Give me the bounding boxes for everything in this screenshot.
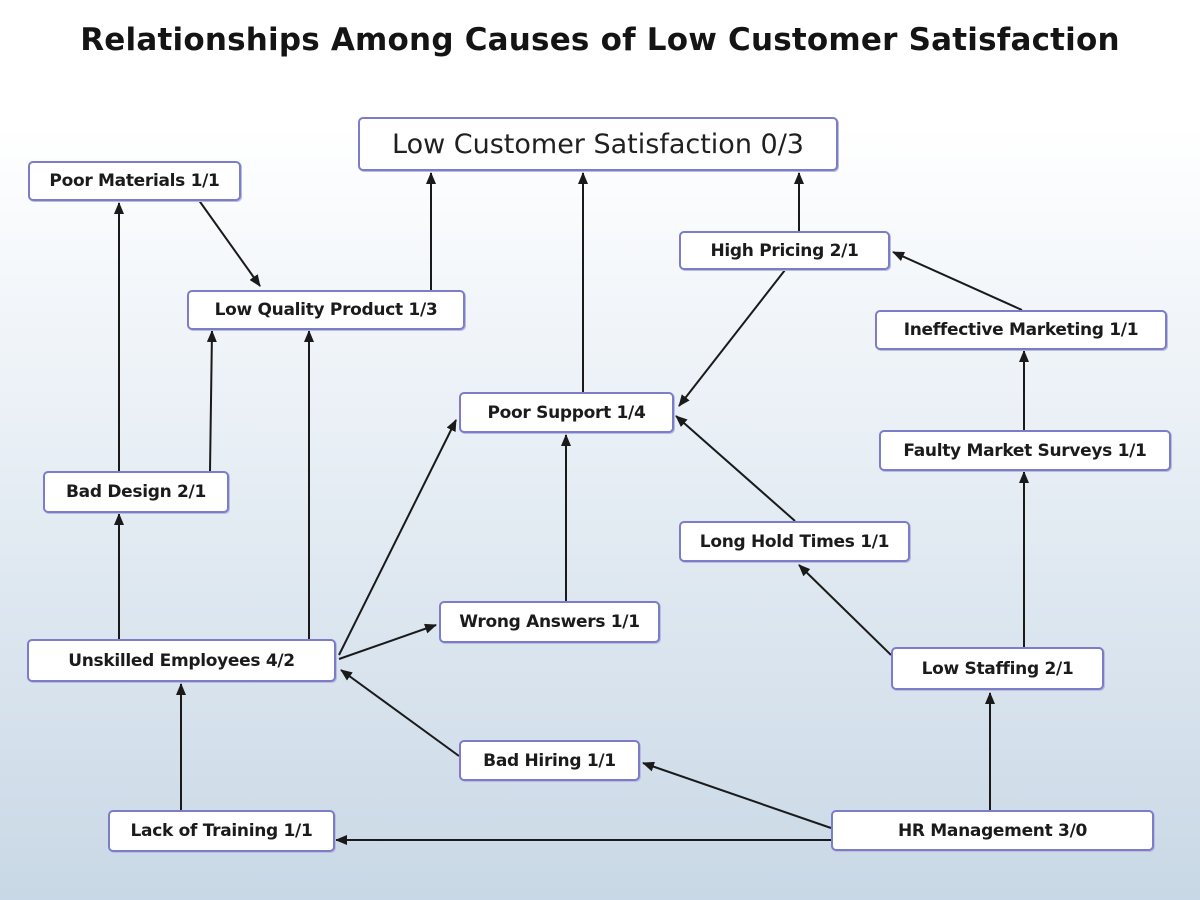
node-low-staffing[interactable]: Low Staffing 2/1 — [891, 647, 1104, 690]
arrow-bad-hiring-to-unskilled-employees — [340, 669, 460, 757]
node-long-hold-times[interactable]: Long Hold Times 1/1 — [679, 521, 910, 562]
arrow-high-pricing-to-poor-support — [678, 269, 786, 407]
node-hr-management[interactable]: HR Management 3/0 — [831, 810, 1154, 851]
node-ineffective-marketing[interactable]: Ineffective Marketing 1/1 — [875, 310, 1167, 350]
arrow-hr-management-to-bad-hiring — [642, 761, 832, 829]
node-lack-of-training[interactable]: Lack of Training 1/1 — [108, 810, 335, 852]
arrow-unskilled-employees-to-wrong-answers — [338, 623, 437, 660]
node-poor-materials[interactable]: Poor Materials 1/1 — [28, 161, 241, 201]
arrow-low-staffing-to-long-hold-times — [798, 564, 892, 656]
arrow-ineffective-marketing-to-high-pricing — [892, 251, 1023, 311]
arrow-unskilled-employees-to-poor-support — [338, 419, 457, 656]
node-low-customer-satisfaction[interactable]: Low Customer Satisfaction 0/3 — [358, 117, 838, 171]
node-bad-hiring[interactable]: Bad Hiring 1/1 — [459, 740, 640, 781]
arrow-poor-materials-to-low-quality-product — [197, 198, 261, 287]
node-unskilled-employees[interactable]: Unskilled Employees 4/2 — [27, 639, 336, 682]
node-wrong-answers[interactable]: Wrong Answers 1/1 — [439, 601, 660, 643]
arrow-long-hold-times-to-poor-support — [675, 415, 796, 522]
node-low-quality-product[interactable]: Low Quality Product 1/3 — [187, 290, 465, 330]
node-bad-design[interactable]: Bad Design 2/1 — [43, 471, 229, 513]
arrow-bad-design-to-low-quality-product — [206, 330, 217, 472]
node-high-pricing[interactable]: High Pricing 2/1 — [679, 231, 890, 270]
diagram-title: Relationships Among Causes of Low Custom… — [80, 22, 1120, 58]
node-faulty-market-surveys[interactable]: Faulty Market Surveys 1/1 — [879, 430, 1171, 471]
node-poor-support[interactable]: Poor Support 1/4 — [459, 392, 674, 433]
